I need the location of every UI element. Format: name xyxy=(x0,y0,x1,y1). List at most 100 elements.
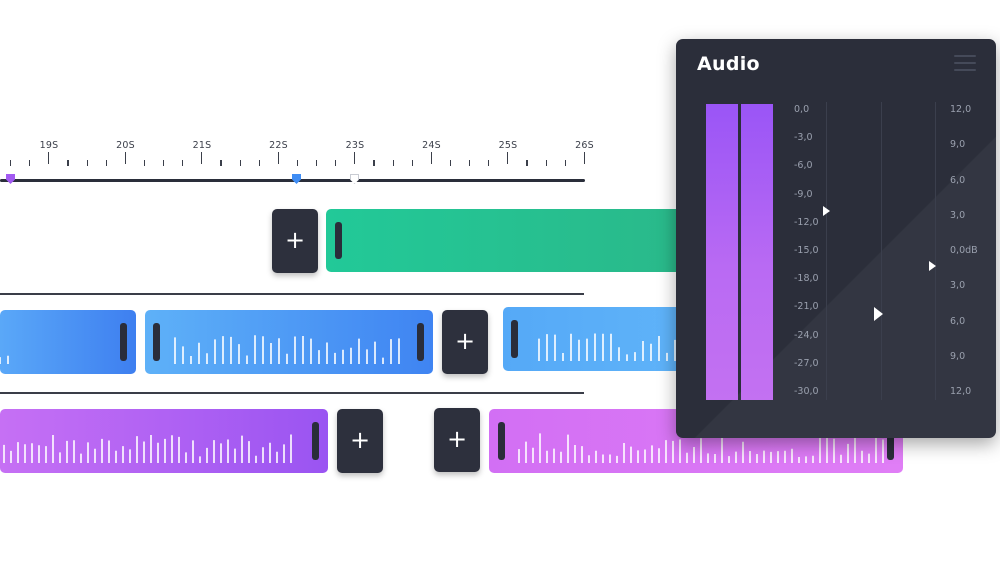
purple-marker[interactable] xyxy=(6,174,15,184)
waveform xyxy=(518,433,884,463)
panel-title: Audio xyxy=(697,53,760,75)
minor-tick xyxy=(335,160,337,166)
minor-tick xyxy=(86,160,88,166)
db-label: 9,0 xyxy=(950,350,966,362)
tick-label: 21S xyxy=(192,140,212,151)
level-meter-left xyxy=(706,104,738,400)
clip-left-handle[interactable] xyxy=(511,320,518,358)
minor-tick xyxy=(182,160,184,166)
minor-tick xyxy=(258,160,260,166)
waveform xyxy=(0,355,9,364)
db-label: -3,0 xyxy=(794,132,813,144)
fader-track[interactable] xyxy=(935,102,936,400)
minor-tick xyxy=(392,160,394,166)
menu-icon[interactable] xyxy=(954,55,976,73)
minor-tick xyxy=(163,160,165,166)
minor-tick xyxy=(220,160,222,166)
track-divider xyxy=(0,392,584,394)
light-blue-clip[interactable] xyxy=(503,307,683,371)
tick-label: 23S xyxy=(345,140,365,151)
fader-track[interactable] xyxy=(826,102,827,400)
minor-tick xyxy=(449,160,452,166)
major-tick xyxy=(277,152,279,164)
db-label: 3,0 xyxy=(950,209,966,221)
track-divider xyxy=(0,293,584,295)
minor-tick xyxy=(411,160,413,166)
clip-right-handle[interactable] xyxy=(312,422,319,460)
db-label: -21,0 xyxy=(794,301,819,313)
minor-tick xyxy=(143,160,146,166)
major-tick xyxy=(354,152,356,164)
minor-tick xyxy=(564,160,566,166)
clip-left-handle[interactable] xyxy=(153,323,160,361)
purple-clip[interactable] xyxy=(0,409,328,473)
major-tick xyxy=(124,152,126,164)
db-label: 12,0 xyxy=(950,104,972,115)
clip-right-handle[interactable] xyxy=(120,323,127,361)
major-tick xyxy=(48,152,50,164)
pink-clip[interactable] xyxy=(489,409,903,473)
minor-tick xyxy=(316,160,318,166)
fader-knob[interactable] xyxy=(929,261,936,271)
db-label: -9,0 xyxy=(794,188,813,200)
timeline-track[interactable] xyxy=(0,179,585,182)
major-tick xyxy=(583,152,585,164)
db-label: -24,0 xyxy=(794,329,819,341)
green-clip[interactable] xyxy=(326,209,686,272)
add-clip-button[interactable]: + xyxy=(272,209,318,273)
db-label: 9,0 xyxy=(950,139,966,151)
minor-tick xyxy=(373,160,375,166)
minor-tick xyxy=(239,160,241,166)
db-label: -30,0 xyxy=(794,386,819,397)
minor-tick xyxy=(67,160,69,166)
minor-tick xyxy=(545,160,547,166)
fader-knob[interactable] xyxy=(823,206,830,216)
add-clip-button[interactable]: + xyxy=(434,408,480,472)
waveform xyxy=(174,335,400,364)
timeline-ruler[interactable]: 19S 20S 21S 22S 23S 24S 25S 26S xyxy=(0,130,600,200)
waveform xyxy=(538,333,676,361)
db-label: -18,0 xyxy=(794,273,819,285)
blue-clip-1[interactable] xyxy=(0,310,136,374)
playhead-marker[interactable] xyxy=(292,174,301,184)
level-meter-right xyxy=(741,104,773,400)
minor-tick xyxy=(469,160,471,166)
clip-left-handle[interactable] xyxy=(335,222,342,259)
tick-label: 26S xyxy=(575,140,594,151)
minor-tick xyxy=(105,160,107,166)
tick-label: 22S xyxy=(269,140,288,151)
minor-tick xyxy=(296,160,299,166)
major-tick xyxy=(430,152,432,164)
db-label: 12,0 xyxy=(950,386,972,397)
blue-clip-2[interactable] xyxy=(145,310,433,374)
add-clip-button[interactable]: + xyxy=(442,310,488,374)
add-clip-button[interactable]: + xyxy=(337,409,383,473)
clip-right-handle[interactable] xyxy=(887,422,894,460)
db-label: -6,0 xyxy=(794,160,813,172)
db-label: 6,0 xyxy=(950,315,966,327)
db-label: -15,0 xyxy=(794,245,819,256)
tick-label: 25S xyxy=(498,140,518,151)
db-label: -12,0 xyxy=(794,216,819,228)
minor-tick xyxy=(526,160,528,166)
tick-label: 19S xyxy=(39,140,59,151)
db-label: 0,0 xyxy=(794,104,810,115)
minor-tick xyxy=(488,160,490,166)
clip-right-handle[interactable] xyxy=(417,323,424,361)
minor-tick xyxy=(10,160,12,166)
db-label: -27,0 xyxy=(794,357,819,369)
tick-label: 24S xyxy=(422,140,441,151)
major-tick xyxy=(201,152,203,164)
fader-track[interactable] xyxy=(881,102,882,400)
db-label: 6,0 xyxy=(950,174,966,186)
fader-knob[interactable] xyxy=(874,307,883,321)
db-label: 0,0dB xyxy=(950,245,978,256)
clip-left-handle[interactable] xyxy=(498,422,505,460)
audio-panel: Audio 0,0 -3,0 -6,0 -9,0 -12,0 -15,0 -18,0 -21,… xyxy=(676,39,996,438)
db-label: 3,0 xyxy=(950,280,966,292)
waveform xyxy=(3,434,292,463)
white-marker[interactable] xyxy=(350,174,359,184)
tick-label: 20S xyxy=(116,140,135,151)
minor-tick xyxy=(29,160,31,166)
major-tick xyxy=(507,152,509,164)
